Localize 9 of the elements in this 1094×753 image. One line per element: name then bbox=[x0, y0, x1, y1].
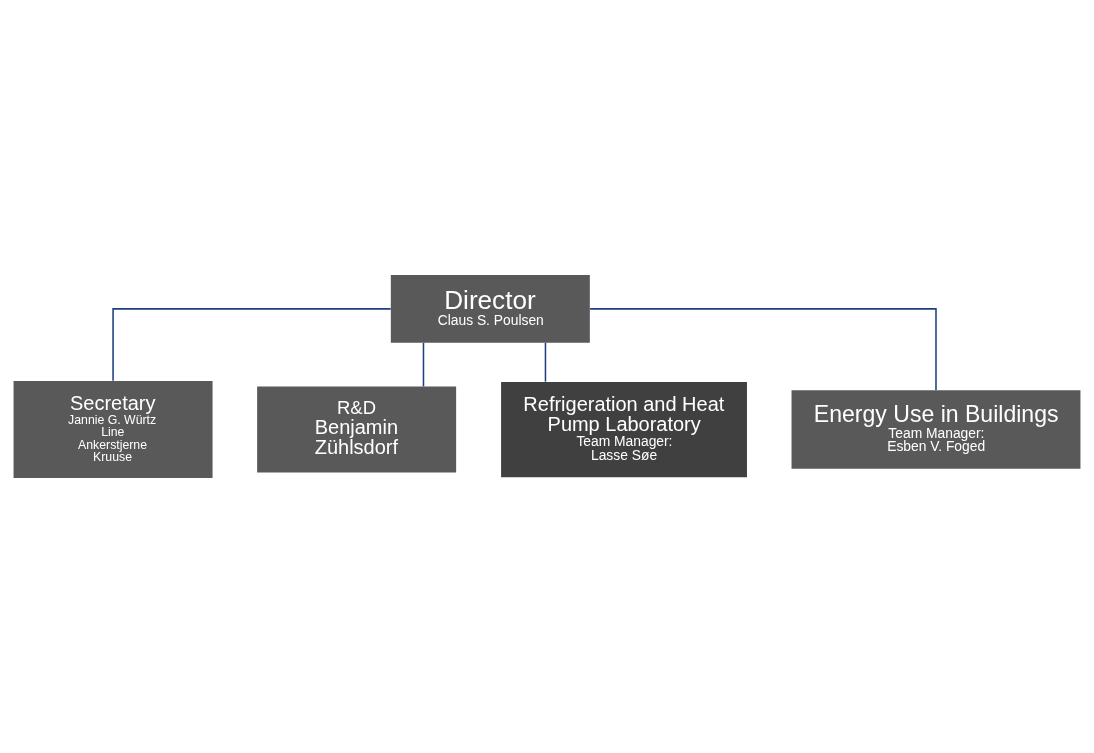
node-box: Energy Use in Buildings Team Manager: Esben V. Foged bbox=[791, 390, 1081, 469]
node-box: Refrigeration and Heat Pump Laboratory Team Manager: Lasse Søe bbox=[501, 381, 747, 478]
connector bbox=[589, 308, 937, 391]
connector bbox=[112, 308, 392, 382]
connector bbox=[422, 342, 425, 388]
node-box: Director Claus S. Poulsen bbox=[390, 275, 590, 343]
node-box: Secretary Jannie G. Würtz Line Ankerstjerne Kruuse bbox=[13, 381, 213, 478]
connector bbox=[544, 342, 547, 383]
node-box: R&D Benjamin Zühlsdorf bbox=[257, 386, 457, 473]
